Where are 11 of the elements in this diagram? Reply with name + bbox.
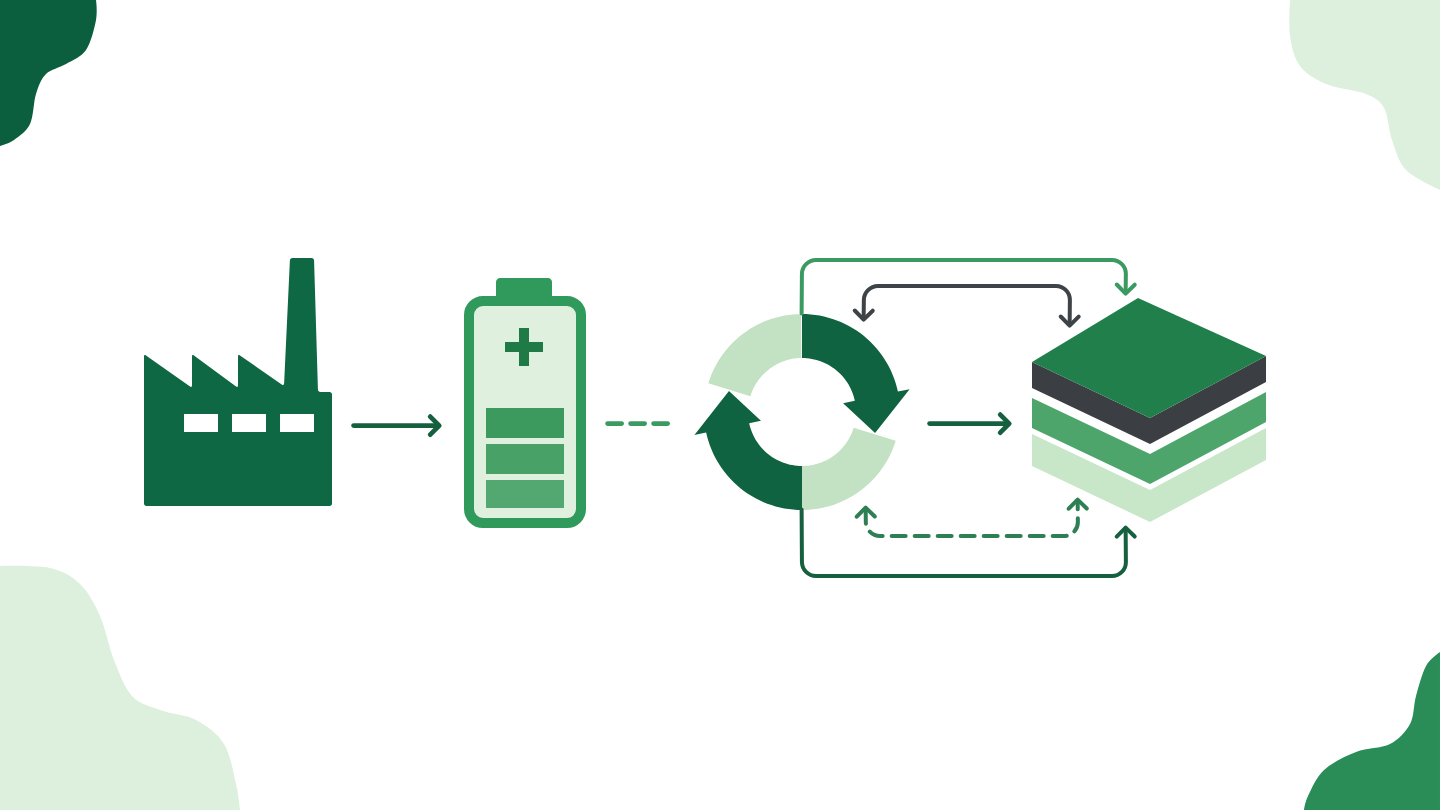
layer-stack-icon [1032,298,1266,522]
battery-icon [464,278,586,528]
arrow [351,414,442,437]
arrow [799,507,1137,578]
arrow [854,497,1089,538]
factory-icon [144,258,332,506]
arrow [927,412,1012,435]
recycling-arrows-icon [694,314,910,510]
arrow [799,258,1137,316]
arrow [852,284,1081,328]
connector-line [605,421,676,426]
